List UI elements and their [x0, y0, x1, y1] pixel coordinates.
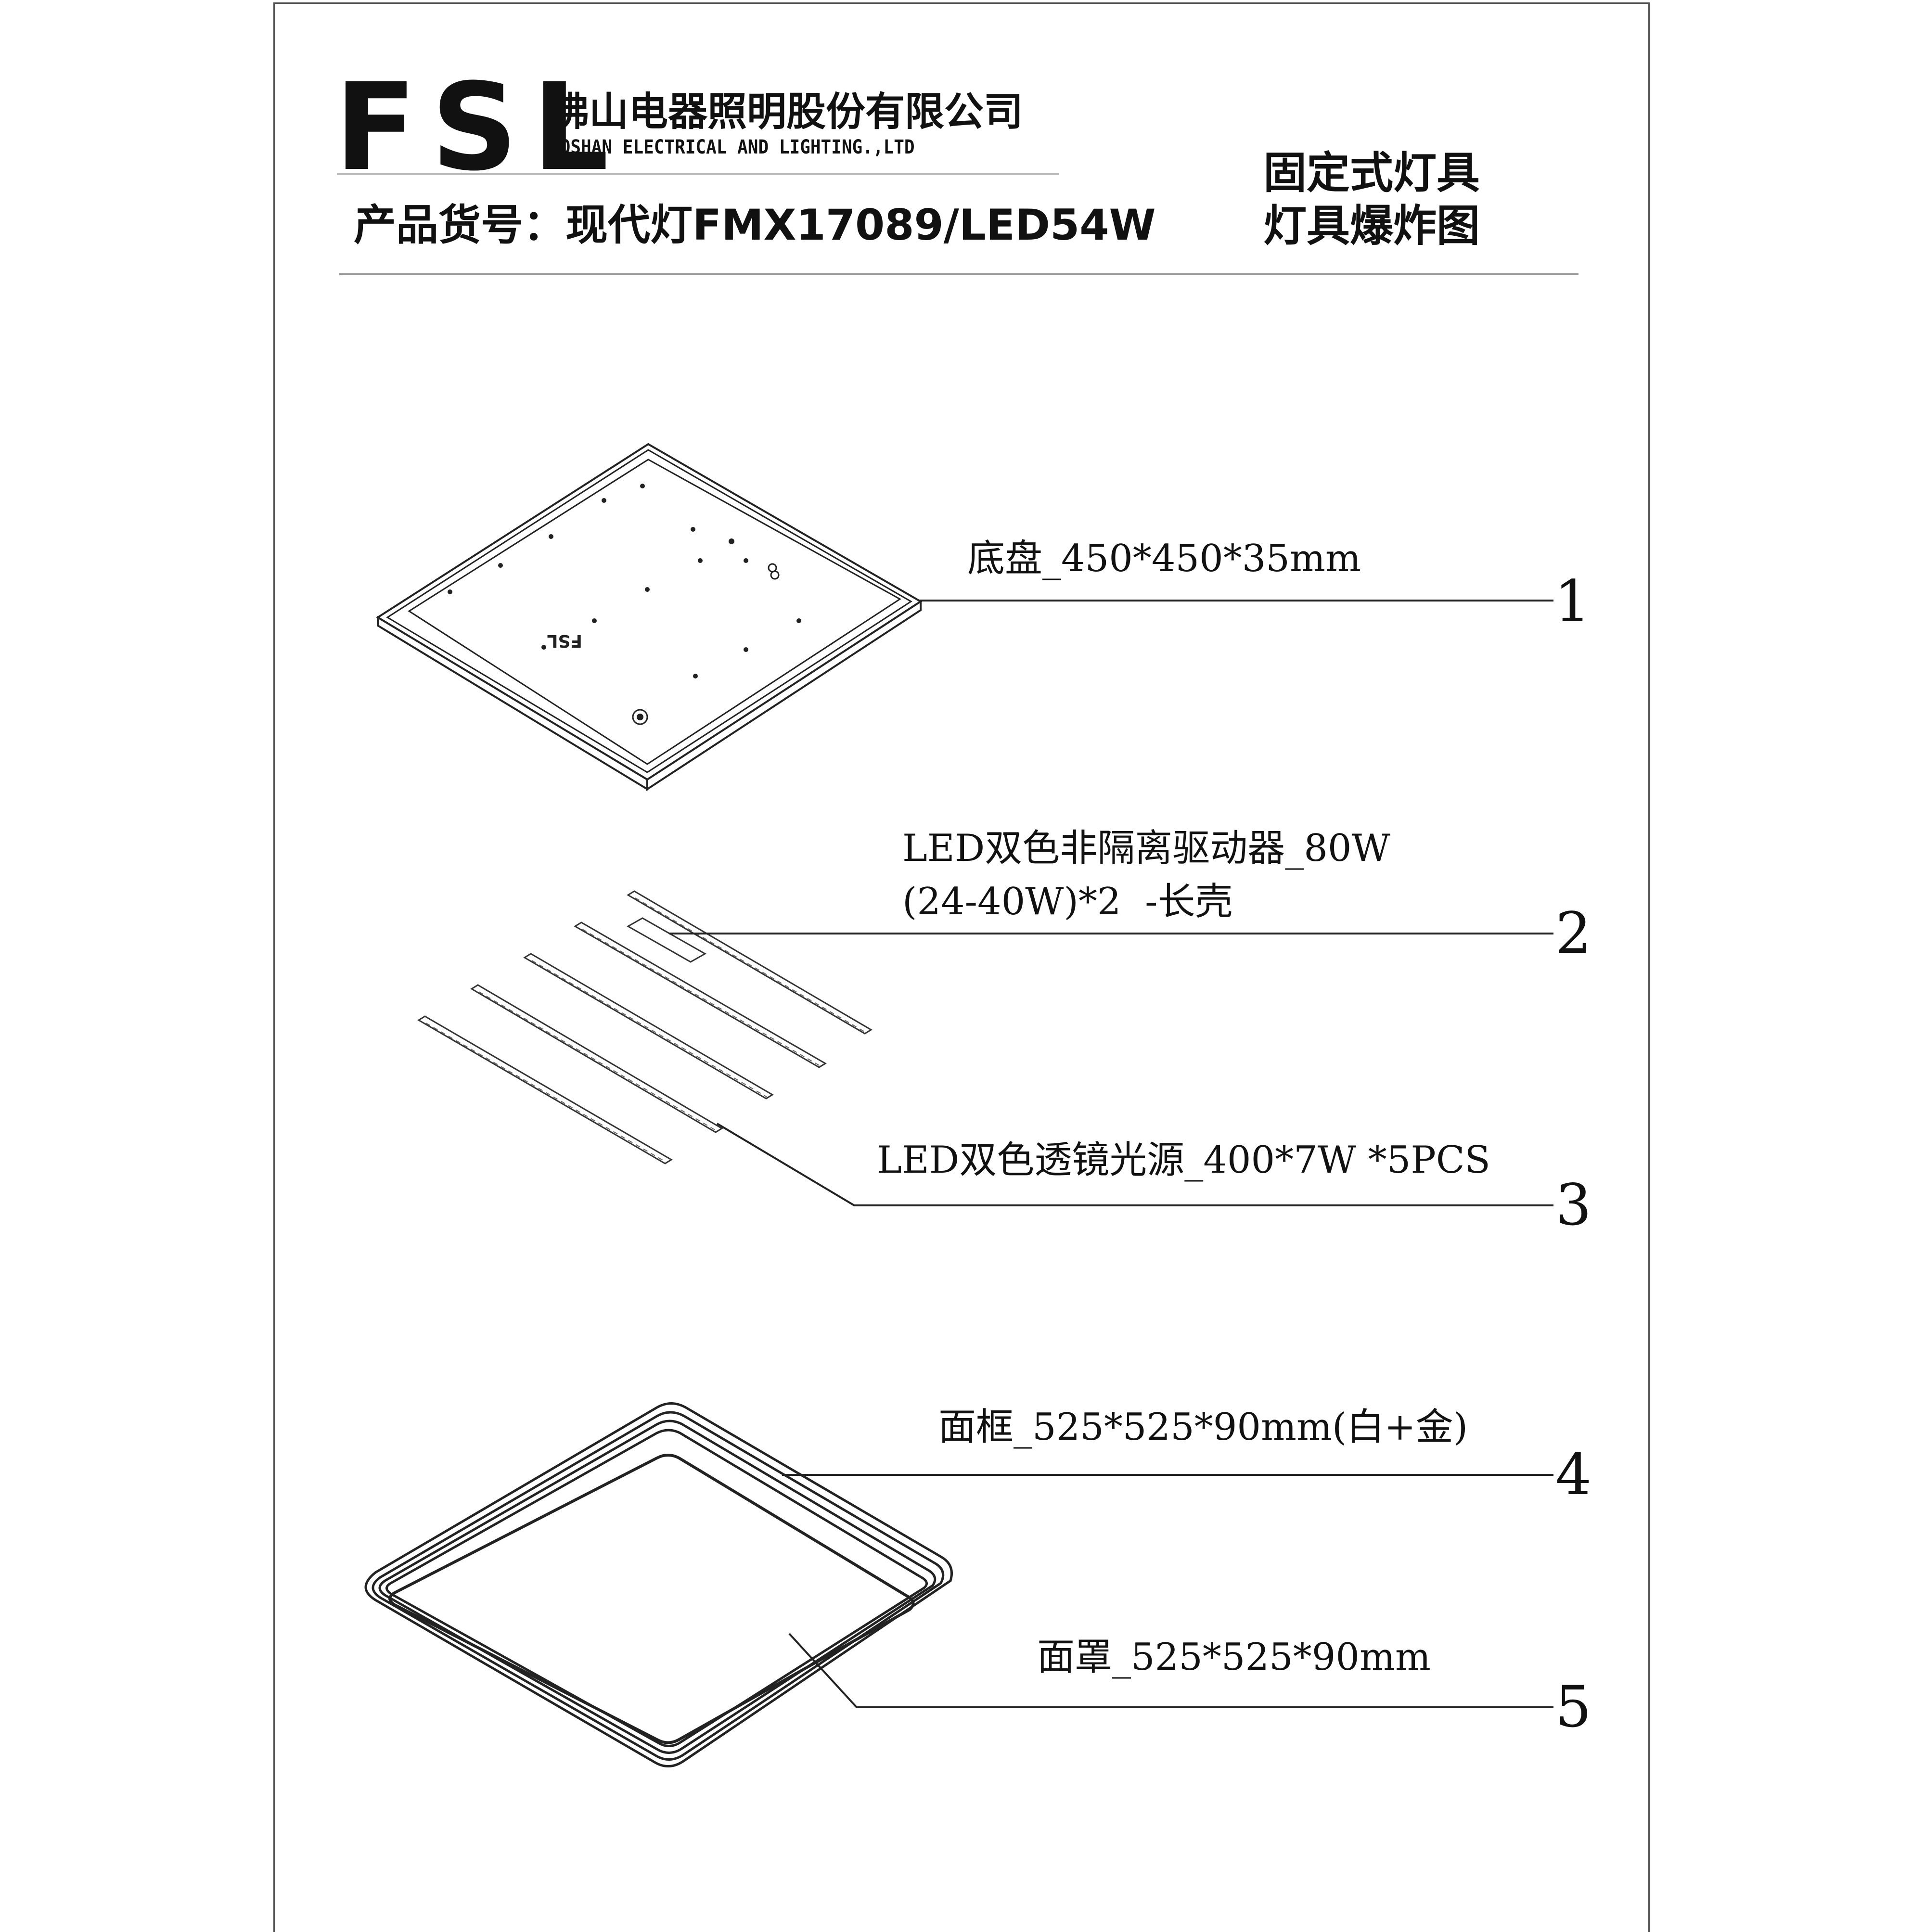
company-name-chinese: 佛山电器照明股份有限公司: [550, 89, 1024, 135]
part-3-number: 3: [1555, 1172, 1592, 1238]
part-4-label: 面框_525*525*90mm(白+金): [938, 1406, 1468, 1449]
base-plate-drawing: FSL: [376, 443, 923, 791]
drawing-sheet-border: [273, 2, 1650, 1932]
header-divider: [339, 273, 1578, 275]
fsl-logo: FSL: [334, 57, 624, 197]
led-strip-5: [417, 1015, 673, 1164]
part-5-number: 5: [1555, 1674, 1592, 1740]
led-strip-4: [470, 984, 723, 1133]
product-code: 产品货号：现代灯FMX17089/LED54W: [354, 200, 1156, 250]
part-2-number: 2: [1555, 900, 1592, 966]
led-strip-1: [627, 890, 873, 1035]
company-name-english: FOSHAN ELECTRICAL AND LIGHTING.,LTD: [550, 136, 915, 158]
led-strips-drawing: [417, 890, 873, 1164]
part-2-label-line-2: (24-40W)*2 -长壳: [902, 880, 1233, 923]
part-1-number: 1: [1554, 568, 1591, 634]
document-type-line-1: 固定式灯具: [1263, 148, 1480, 198]
led-driver: [626, 917, 707, 963]
part-1-label: 底盘_450*450*35mm: [967, 537, 1361, 580]
document-type-line-2: 灯具爆炸图: [1263, 201, 1480, 251]
leader-lines: [669, 600, 1553, 1708]
part-4-number: 4: [1555, 1441, 1592, 1508]
logo-underline: [337, 173, 1059, 175]
led-strip-2: [574, 921, 827, 1068]
part-3-label: LED双色透镜光源_400*7W *5PCS: [877, 1139, 1490, 1182]
part-2-label-line-1: LED双色非隔离驱动器_80W: [902, 827, 1390, 870]
part-5-label: 面罩_525*525*90mm: [1037, 1636, 1431, 1679]
led-strip-3: [523, 953, 774, 1100]
base-plate-logo: FSL: [547, 631, 582, 651]
frame-and-diffuser-drawing: [364, 1402, 953, 1767]
document-type: 固定式灯具 灯具爆炸图: [1263, 147, 1480, 253]
